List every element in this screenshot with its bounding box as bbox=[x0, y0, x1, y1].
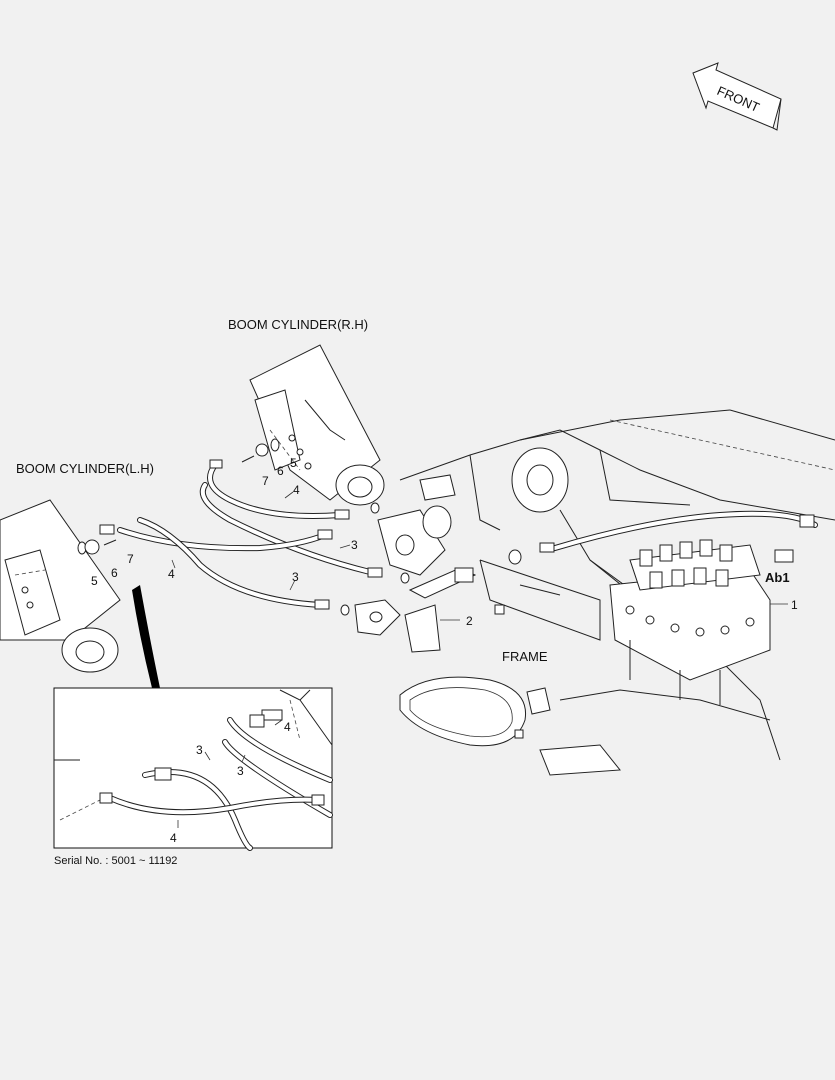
inset-detail: 3 3 4 4 bbox=[53, 687, 333, 851]
callout-5a: 5 bbox=[290, 456, 297, 470]
main-control-valve bbox=[609, 539, 794, 705]
callout-5b: 5 bbox=[91, 574, 98, 588]
ab1-label: Ab1 bbox=[765, 570, 790, 585]
callout-3a: 3 bbox=[351, 538, 358, 552]
junction-block bbox=[354, 505, 477, 653]
hose-assembly bbox=[99, 459, 818, 616]
boom-cylinder-lh bbox=[0, 499, 121, 673]
frame-details bbox=[399, 604, 551, 747]
callout-7b: 7 bbox=[127, 552, 134, 566]
callout-1: 1 bbox=[791, 598, 798, 612]
callouts: 1 2 3 3 4 4 5 5 6 6 7 7 bbox=[91, 456, 798, 628]
frame-label: FRAME bbox=[502, 649, 548, 664]
callout-4b: 4 bbox=[168, 567, 175, 581]
inset-callout-3a: 3 bbox=[196, 743, 203, 757]
callout-6b: 6 bbox=[111, 566, 118, 580]
valve-caps bbox=[639, 539, 733, 589]
serial-number: Serial No. : 5001 ~ 11192 bbox=[54, 855, 177, 867]
callout-7a: 7 bbox=[262, 474, 269, 488]
callout-6a: 6 bbox=[277, 464, 284, 478]
inset-callout-3b: 3 bbox=[237, 764, 244, 778]
front-arrow: FRONT bbox=[692, 62, 782, 131]
boom-cylinder-rh-label: BOOM CYLINDER(R.H) bbox=[228, 317, 368, 332]
callout-2: 2 bbox=[466, 614, 473, 628]
boom-cylinder-rh bbox=[249, 344, 385, 506]
callout-3b: 3 bbox=[292, 570, 299, 584]
callout-4a: 4 bbox=[293, 483, 300, 497]
boom-cylinder-lh-label: BOOM CYLINDER(L.H) bbox=[16, 461, 154, 476]
inset-pointer bbox=[132, 585, 160, 688]
inset-callout-4b: 4 bbox=[170, 831, 177, 845]
seal-parts bbox=[77, 438, 280, 555]
inset-callout-4a: 4 bbox=[284, 720, 291, 734]
